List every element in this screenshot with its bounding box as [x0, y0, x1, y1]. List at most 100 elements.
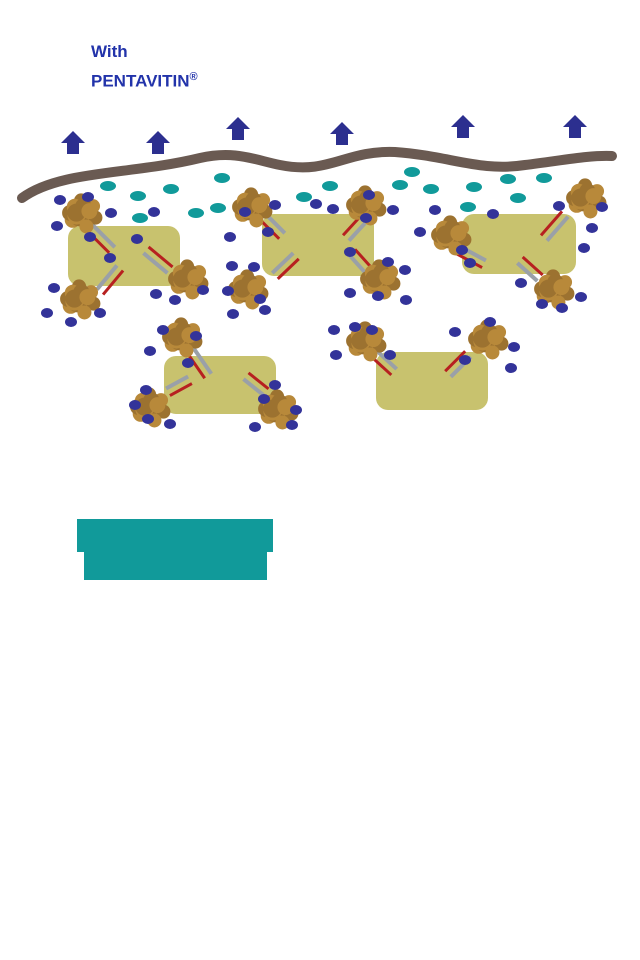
- molecule-icon: [456, 245, 468, 255]
- molecule-icon: [553, 201, 565, 211]
- molecule-icon: [387, 205, 399, 215]
- molecule-icon: [429, 205, 441, 215]
- linker-gray: [242, 377, 265, 397]
- molecule-icon: [222, 286, 234, 296]
- title-box-shape: [77, 519, 273, 580]
- diagram-stage: With PENTAVITIN®: [17, 42, 617, 580]
- molecule-icon: [259, 305, 271, 315]
- cluster-blob: [351, 331, 370, 350]
- cluster-blob: [185, 285, 200, 300]
- cluster-blob: [365, 269, 384, 288]
- linker-red: [101, 269, 125, 296]
- title-line-2: PENTAVITIN®: [91, 67, 198, 92]
- cluster-blob: [365, 331, 382, 348]
- cluster-blob: [65, 289, 84, 308]
- molecule-icon: [169, 295, 181, 305]
- cluster-blob: [173, 269, 192, 288]
- molecule-icon: [130, 191, 146, 201]
- linker-gray: [270, 251, 295, 275]
- cluster-blob: [179, 343, 194, 358]
- cluster-blob: [187, 269, 204, 286]
- molecule-icon: [508, 342, 520, 352]
- molecule-icon: [360, 213, 372, 223]
- molecule-icon: [536, 173, 552, 183]
- molecule-icon: [190, 331, 202, 341]
- cluster-blob: [553, 279, 570, 296]
- pentavitin-cluster-icon: [360, 259, 401, 300]
- molecule-icon: [423, 184, 439, 194]
- cluster-blob: [79, 289, 96, 306]
- linker-gray: [515, 261, 539, 283]
- up-arrow-icon: [226, 117, 250, 140]
- registered-mark: ®: [189, 71, 198, 83]
- molecule-icon: [197, 285, 209, 295]
- cluster-blob: [249, 213, 264, 228]
- molecule-icon: [188, 208, 204, 218]
- molecule-icon: [142, 414, 154, 424]
- molecule-icon: [41, 308, 53, 318]
- molecule-icon: [556, 303, 568, 313]
- pentavitin-cluster-icon: [162, 317, 203, 358]
- up-arrow-icon: [563, 115, 587, 138]
- molecule-icon: [131, 234, 143, 244]
- molecule-icon: [344, 288, 356, 298]
- linker-gray: [89, 221, 117, 249]
- up-arrow-icon: [330, 122, 354, 145]
- cluster-blob: [436, 225, 455, 244]
- linker-red: [247, 371, 270, 391]
- linker-red: [444, 350, 467, 373]
- cluster-blob: [77, 305, 92, 320]
- cluster-blob: [485, 345, 500, 360]
- molecule-icon: [226, 261, 238, 271]
- molecule-icon: [269, 380, 281, 390]
- molecule-icon: [182, 358, 194, 368]
- molecule-icon: [214, 173, 230, 183]
- linker-gray: [347, 253, 369, 277]
- molecule-icon: [464, 258, 476, 268]
- cluster-blob: [487, 329, 504, 346]
- molecule-icon: [140, 385, 152, 395]
- molecule-icon: [254, 294, 266, 304]
- surface-layer-line: [17, 146, 617, 203]
- molecule-icon: [239, 207, 251, 217]
- cluster-blob: [583, 204, 598, 219]
- molecule-icon: [144, 346, 156, 356]
- molecule-icon: [224, 232, 236, 242]
- cluster-blob: [167, 327, 186, 346]
- cluster-blob: [67, 203, 86, 222]
- molecule-icon: [586, 223, 598, 233]
- cluster-blob: [571, 188, 590, 207]
- molecule-icon: [500, 174, 516, 184]
- pentavitin-cluster-icon: [168, 259, 209, 300]
- linker-red: [521, 255, 544, 277]
- cluster-blob: [379, 269, 396, 286]
- molecule-icon: [164, 419, 176, 429]
- molecule-icon: [210, 203, 226, 213]
- molecule-icon: [269, 200, 281, 210]
- molecule-icon: [578, 243, 590, 253]
- molecule-icon: [258, 394, 270, 404]
- linker-gray: [95, 264, 119, 291]
- molecule-icon: [449, 327, 461, 337]
- cluster-blob: [450, 225, 467, 242]
- diagram-canvas: [17, 115, 617, 432]
- cluster-blob: [275, 415, 290, 430]
- molecule-icon: [48, 283, 60, 293]
- molecule-icon: [459, 355, 471, 365]
- molecule-icon: [54, 195, 66, 205]
- pentavitin-cluster-icon: [258, 389, 299, 430]
- molecule-icon: [65, 317, 77, 327]
- molecule-icon: [330, 350, 342, 360]
- molecule-icon: [132, 213, 148, 223]
- up-arrow-icon: [451, 115, 475, 138]
- molecule-icon: [349, 322, 361, 332]
- molecule-icon: [460, 202, 476, 212]
- molecule-icon: [487, 209, 499, 219]
- cluster-blob: [351, 195, 370, 214]
- cluster-blob: [81, 203, 98, 220]
- molecule-icon: [286, 420, 298, 430]
- molecule-icon: [129, 400, 141, 410]
- molecule-icon: [384, 350, 396, 360]
- molecule-icon: [344, 247, 356, 257]
- cluster-blob: [263, 399, 282, 418]
